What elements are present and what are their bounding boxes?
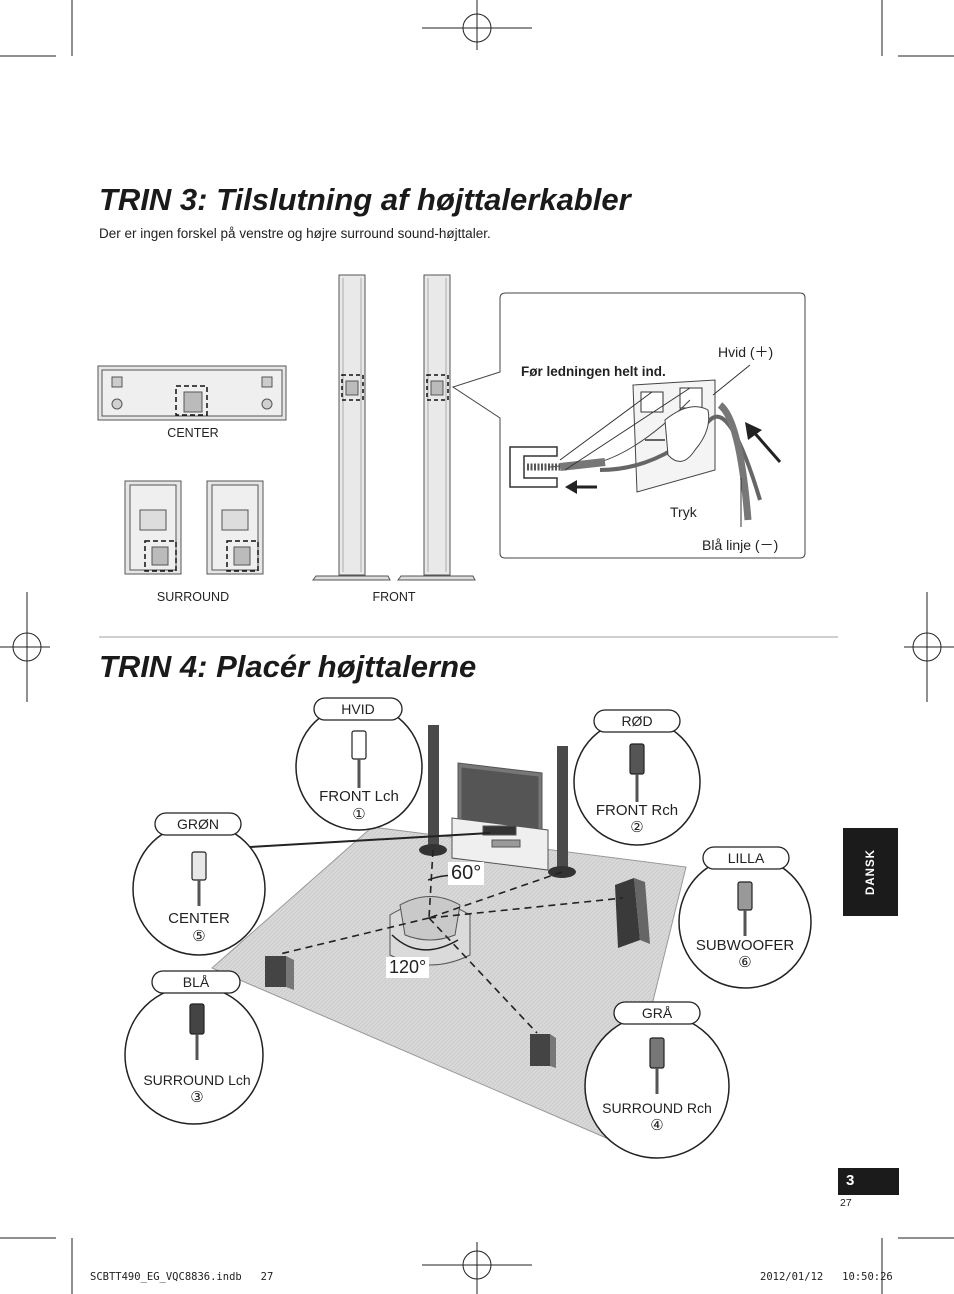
callout-surround-l-color: BLÅ: [182, 974, 210, 990]
callout-surround-r-num: ④: [650, 1117, 664, 1134]
surround-left-box: [265, 956, 294, 990]
surround-speaker-right: [206, 480, 264, 575]
center-leader: [249, 832, 491, 848]
registration-mark-bottom: [422, 1242, 532, 1294]
front-speaker-right: [397, 274, 476, 581]
section-number: 3: [846, 1172, 855, 1189]
detail-white-plus: Hvid (＋): [718, 344, 774, 360]
listening-chair: [389, 896, 471, 966]
registration-mark-right: [904, 592, 954, 702]
caption-center: CENTER: [167, 426, 219, 440]
connector-red: [629, 743, 645, 802]
footer-timestamp: 2012/01/12 10:50:26: [760, 1271, 893, 1283]
language-tab: DANSK: [843, 828, 898, 916]
subwoofer-box: [615, 878, 650, 948]
callout-front-r-name: FRONT Rch: [595, 802, 679, 819]
surround-right-box: [530, 1034, 556, 1068]
angle-60-label: 60°: [448, 862, 485, 885]
caption-front: FRONT: [372, 590, 416, 604]
placement-lines: [279, 849, 624, 1034]
caption-surround: SURROUND: [156, 590, 230, 604]
connector-plugs: [189, 730, 753, 1094]
callout-front-r-num: ②: [630, 819, 644, 836]
callout-subwoofer-name: SUBWOOFER: [695, 937, 795, 954]
footer-file: SCBTT490_EG_VQC8836.indb 27: [90, 1271, 274, 1283]
detail-push: Tryk: [670, 504, 697, 520]
connector-purple: [737, 881, 753, 936]
registration-mark-top: [422, 0, 532, 50]
callout-subwoofer-color: LILLA: [727, 850, 765, 866]
registration-mark-left: [0, 592, 50, 702]
callout-surround-l-name: SURROUND Lch: [143, 1072, 251, 1088]
callout-surround-r-color: GRÅ: [641, 1005, 673, 1021]
callout-front-l-color: HVID: [341, 701, 375, 717]
callout-pills: [151, 697, 790, 1025]
callout-center-num: ⑤: [192, 928, 206, 945]
callout-center-name: CENTER: [168, 910, 230, 927]
callout-front-l-name: FRONT Lch: [319, 788, 399, 805]
step3-subtitle: Der er ingen forskel på venstre og højre…: [99, 226, 491, 241]
callout-front-l-num: ①: [352, 806, 366, 823]
connector-blue: [189, 1003, 205, 1060]
callout-center-color: GRØN: [177, 816, 219, 832]
section-number-box: 3: [838, 1168, 899, 1195]
angle-arc-120: [391, 934, 459, 951]
angle-120-label: 120°: [386, 957, 430, 978]
terminal-detail-box: [451, 292, 806, 559]
connector-grey: [649, 1037, 665, 1094]
tv-rack: [451, 762, 549, 871]
callout-surround-l-num: ③: [190, 1089, 204, 1106]
language-tab-label: DANSK: [864, 849, 877, 895]
front-speaker-left: [312, 274, 391, 581]
step4-title: TRIN 4: Placér højttalerne: [99, 649, 477, 684]
detail-blue-line-minus: Blå linje (－): [702, 537, 779, 553]
detail-instruction: Før ledningen helt ind.: [521, 364, 666, 379]
center-speaker-rear: [97, 365, 287, 421]
callout-front-r-color: RØD: [621, 713, 653, 729]
connector-white: [351, 730, 367, 788]
surround-speaker-left: [124, 480, 182, 575]
callout-surround-r-name: SURROUND Rch: [602, 1100, 712, 1116]
page-number: 27: [840, 1197, 852, 1209]
step3-title: TRIN 3: Tilslutning af højttalerkabler: [99, 182, 631, 217]
callout-subwoofer-num: ⑥: [738, 954, 752, 971]
connector-green: [191, 851, 207, 906]
